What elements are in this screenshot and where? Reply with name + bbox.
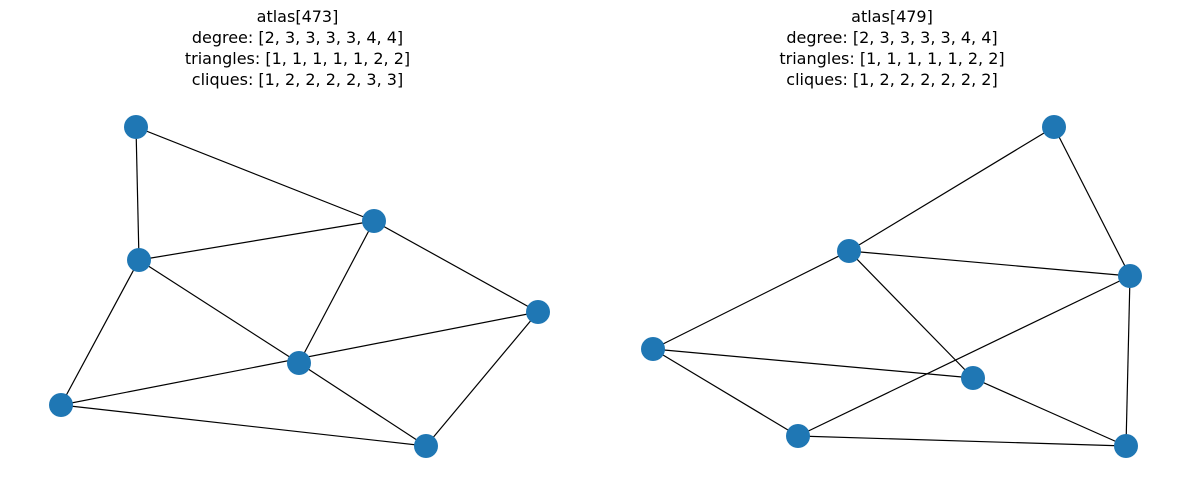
graph-edge xyxy=(138,259,300,364)
graph-canvas-left xyxy=(49,115,550,458)
graph-node xyxy=(414,434,438,458)
graph-node xyxy=(287,351,311,375)
graph-node xyxy=(49,393,73,417)
graph-edge xyxy=(972,377,1127,447)
graph-edge xyxy=(60,404,427,447)
graph-title-block: atlas[473] degree: [2, 3, 3, 3, 3, 4, 4]… xyxy=(0,6,595,90)
graph-panel-left: atlas[473] degree: [2, 3, 3, 3, 3, 4, 4]… xyxy=(0,6,595,458)
degree-label: degree: [2, 3, 3, 3, 3, 4, 4] xyxy=(191,28,404,47)
graph-edge xyxy=(848,250,1131,277)
cliques-label: cliques: [1, 2, 2, 2, 2, 3, 3] xyxy=(191,70,404,89)
graph-node xyxy=(1118,264,1142,288)
graph-panel-right: atlas[479] degree: [2, 3, 3, 3, 3, 4, 4]… xyxy=(595,0,1189,489)
graph-title-block: atlas[479] degree: [2, 3, 3, 3, 3, 4, 4]… xyxy=(595,6,1189,90)
graph-edge xyxy=(652,250,850,350)
graph-node xyxy=(837,239,861,263)
graph-edge xyxy=(1053,126,1131,277)
graph-edge xyxy=(652,348,799,437)
graph-edge xyxy=(298,220,375,364)
graph-node xyxy=(786,424,810,448)
graph-edge xyxy=(135,126,375,222)
graph-node xyxy=(641,337,665,361)
graph-edge xyxy=(138,220,375,261)
graph-node xyxy=(1114,434,1138,458)
triangles-label: triangles: [1, 1, 1, 1, 1, 2, 2] xyxy=(779,49,1005,68)
graph-title: atlas[473] xyxy=(256,7,339,26)
degree-label: degree: [2, 3, 3, 3, 3, 4, 4] xyxy=(786,28,998,47)
graph-edge xyxy=(848,126,1055,252)
graph-node xyxy=(961,366,985,390)
graph-node xyxy=(124,115,148,139)
graph-canvas-right xyxy=(641,115,1142,458)
graph-node xyxy=(1042,115,1066,139)
graph-node xyxy=(362,209,386,233)
graph-edge xyxy=(135,126,140,261)
graph-edge xyxy=(797,275,1131,437)
graph-edge xyxy=(298,362,427,447)
graph-edge xyxy=(652,348,974,379)
graph-title: atlas[479] xyxy=(851,7,933,26)
graph-edge xyxy=(425,311,539,447)
graph-node xyxy=(526,300,550,324)
graph-edge xyxy=(373,220,539,313)
graph-edge xyxy=(797,435,1127,447)
graph-edge xyxy=(848,250,974,379)
cliques-label: cliques: [1, 2, 2, 2, 2, 2, 2] xyxy=(786,70,998,89)
graph-edge xyxy=(1125,275,1131,447)
graph-node xyxy=(127,248,151,272)
graph-edge xyxy=(60,259,140,406)
triangles-label: triangles: [1, 1, 1, 1, 1, 2, 2] xyxy=(184,49,411,68)
